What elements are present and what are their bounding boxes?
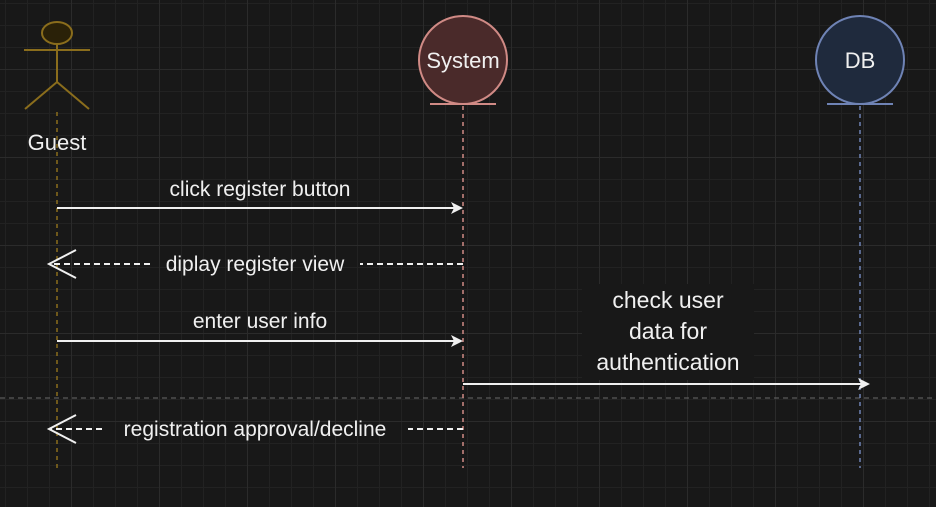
message-label: registration approval/decline <box>124 418 387 441</box>
message-label-line-2: data for <box>629 318 707 344</box>
participant-db[interactable]: DB <box>815 15 905 105</box>
participant-guest[interactable]: Guest <box>24 21 90 155</box>
guest-label: Guest <box>28 130 87 155</box>
message-label-line-1: check user <box>612 287 724 313</box>
message-label: enter user info <box>193 310 327 333</box>
db-label: DB <box>845 48 876 73</box>
message-click-register-button[interactable]: click register button <box>57 178 463 214</box>
actor-icon <box>24 21 90 110</box>
message-label-background <box>582 284 754 380</box>
message-registration-approval-decline[interactable]: registration approval/decline <box>46 414 463 444</box>
open-arrowhead <box>46 249 77 279</box>
open-arrowhead <box>46 414 77 444</box>
message-label: diplay register view <box>166 253 345 276</box>
system-label: System <box>426 48 499 73</box>
message-display-register-view[interactable]: diplay register view <box>46 249 463 279</box>
participant-system[interactable]: System <box>418 15 508 105</box>
message-label-line-3: authentication <box>596 349 739 375</box>
message-enter-user-info[interactable]: enter user info <box>57 310 463 347</box>
message-label: click register button <box>170 178 351 201</box>
message-check-user-data[interactable]: check user data for authentication <box>463 284 870 390</box>
